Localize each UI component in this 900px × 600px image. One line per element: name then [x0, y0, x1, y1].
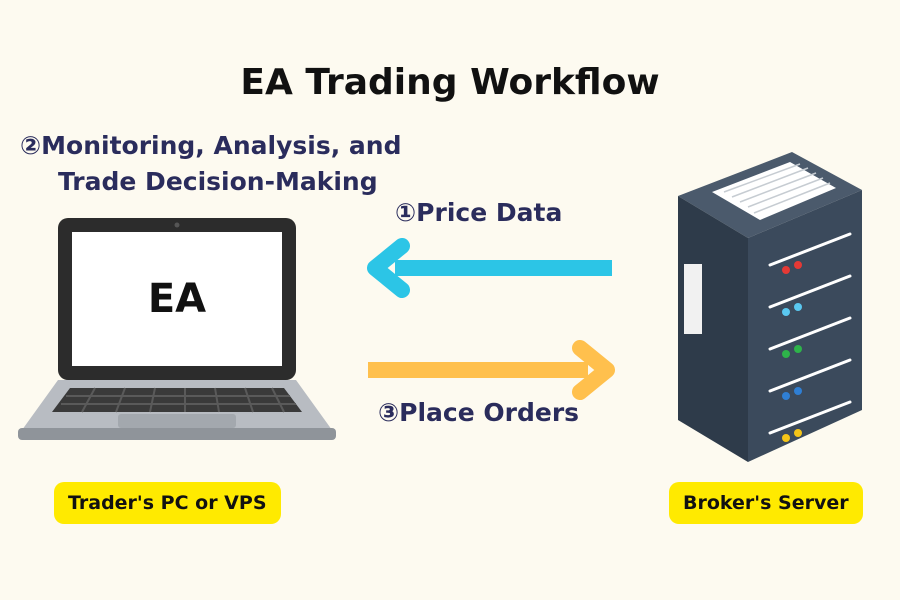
led-green-1	[782, 350, 790, 358]
arrow-left-icon	[367, 238, 612, 298]
led-blue-1	[782, 392, 790, 400]
arrow-right-icon	[368, 340, 615, 400]
led-cyan-1	[782, 308, 790, 316]
led-green-2	[794, 345, 802, 353]
step1-label: ①Price Data	[395, 198, 563, 227]
led-red-2	[794, 261, 802, 269]
step2-line1: ②Monitoring, Analysis, and	[20, 131, 402, 160]
server-caption-badge: Broker's Server	[669, 482, 863, 524]
led-yellow-1	[782, 434, 790, 442]
laptop-icon: EA	[18, 218, 336, 440]
led-yellow-2	[794, 429, 802, 437]
server-leds	[782, 261, 802, 442]
led-blue-2	[794, 387, 802, 395]
pc-caption-badge: Trader's PC or VPS	[54, 482, 281, 524]
step2-label: ②Monitoring, Analysis, and Trade Decisio…	[20, 128, 401, 200]
laptop-screen-text: EA	[148, 276, 206, 322]
led-cyan-2	[794, 303, 802, 311]
led-red-1	[782, 266, 790, 274]
server-icon	[678, 152, 862, 462]
step3-label: ③Place Orders	[378, 398, 580, 427]
step2-line2: Trade Decision-Making	[58, 167, 378, 196]
diagram-title: EA Trading Workflow	[240, 62, 660, 103]
